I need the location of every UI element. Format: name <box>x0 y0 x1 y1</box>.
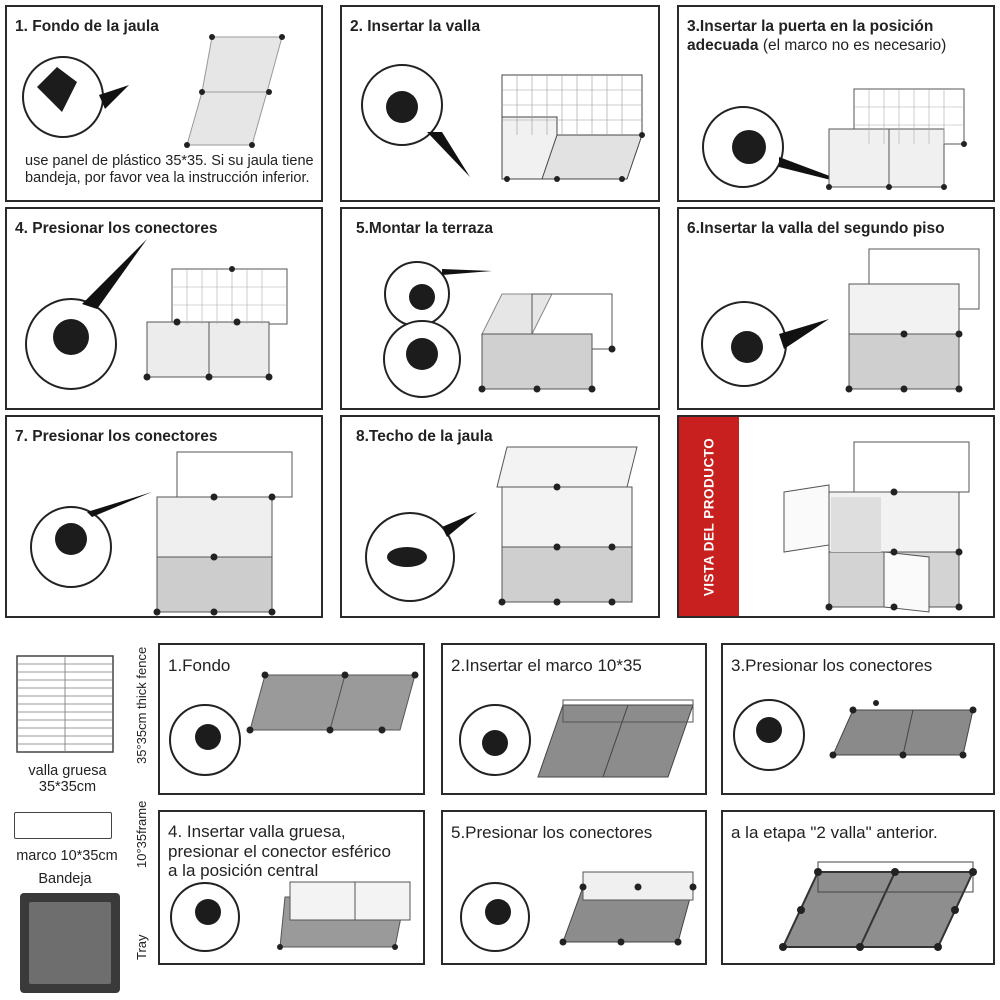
tray-step-4-title: 4. Insertar valla gruesa, presionar el c… <box>168 822 392 881</box>
step-2-title: 2. Insertar la valla <box>350 18 481 35</box>
tray-icon <box>20 893 120 993</box>
step-6-illustration <box>701 248 980 393</box>
step-1-panel: 1. Fondo de la jaula use panel de plásti… <box>5 5 323 202</box>
step-4-illustration <box>25 239 288 390</box>
tray-step-1-panel: 1.Fondo <box>158 643 425 795</box>
tray-step-3-illustration <box>733 699 977 771</box>
tray-step-2-title: 2.Insertar el marco 10*35 <box>451 656 642 675</box>
step-7-illustration <box>30 451 293 616</box>
step-1-note: use panel de plástico 35*35. Si su jaula… <box>25 153 314 186</box>
step-8-illustration <box>365 446 638 606</box>
side-fence-label: 35°35cm thick fence <box>134 646 149 764</box>
tray-step-6-panel: a la etapa "2 valla" anterior. <box>721 810 995 965</box>
step-7-panel: 7. Presionar los conectores <box>5 415 323 618</box>
product-view-panel: VISTA DEL PRODUCTO <box>677 415 995 618</box>
step-3-illustration <box>702 88 967 190</box>
step-3-title-line2: adecuada <box>687 37 759 55</box>
tray-step-4-panel: 4. Insertar valla gruesa, presionar el c… <box>158 810 425 965</box>
step-1-title: 1. Fondo de la jaula <box>15 18 159 35</box>
step-2-illustration <box>361 64 645 182</box>
frame-label: marco 10*35cm <box>16 848 118 864</box>
tray-step-2-illustration <box>459 699 694 778</box>
tray-step-1-title: 1.Fondo <box>168 656 231 675</box>
tray-label: Bandeja <box>38 871 92 887</box>
step-3-title: 3.Insertar la puerta en la posición adecu… <box>687 17 946 56</box>
step-4-title: 4. Presionar los conectores <box>15 220 218 237</box>
step-6-panel: 6.Insertar la valla del segundo piso <box>677 207 995 410</box>
thick-fence-label: valla gruesa 35*35cm <box>28 763 107 795</box>
step-3-title-line1: 3.Insertar la puerta en la posición <box>687 18 934 35</box>
step-4-panel: 4. Presionar los conectores <box>5 207 323 410</box>
tray-step-5-panel: 5.Presionar los conectores <box>441 810 707 965</box>
step-1-illustration <box>22 34 285 148</box>
product-view-illustration <box>783 441 970 613</box>
frame-icon <box>14 812 112 839</box>
step-3-panel: 3.Insertar la puerta en la posición adecu… <box>677 5 995 202</box>
tray-step-4-illustration <box>170 881 411 952</box>
tray-step-3-panel: 3.Presionar los conectores <box>721 643 995 795</box>
step-8-title: 8.Techo de la jaula <box>356 428 493 445</box>
side-frame-label: 10°35frame <box>134 800 149 868</box>
step-6-title: 6.Insertar la valla del segundo piso <box>687 220 945 237</box>
step-5-panel: 5.Montar la terraza <box>340 207 660 410</box>
side-tray-label: Tray <box>134 934 149 960</box>
tray-step-6-illustration <box>779 861 977 951</box>
tray-step-1-illustration <box>169 671 419 776</box>
step-2-panel: 2. Insertar la valla <box>340 5 660 202</box>
tray-step-3-title: 3.Presionar los conectores <box>731 656 933 675</box>
step-5-illustration <box>383 261 616 398</box>
product-view-band: VISTA DEL PRODUCTO <box>679 417 739 616</box>
step-7-title: 7. Presionar los conectores <box>15 428 218 445</box>
step-3-title-suffix: (el marco no es necesario) <box>758 37 947 55</box>
tray-step-5-illustration <box>460 871 697 952</box>
thick-fence-icon <box>16 655 114 753</box>
step-8-panel: 8.Techo de la jaula <box>340 415 660 618</box>
tray-step-5-title: 5.Presionar los conectores <box>451 823 653 842</box>
step-5-title: 5.Montar la terraza <box>356 220 493 237</box>
tray-step-6-title: a la etapa "2 valla" anterior. <box>731 823 938 842</box>
tray-step-2-panel: 2.Insertar el marco 10*35 <box>441 643 707 795</box>
